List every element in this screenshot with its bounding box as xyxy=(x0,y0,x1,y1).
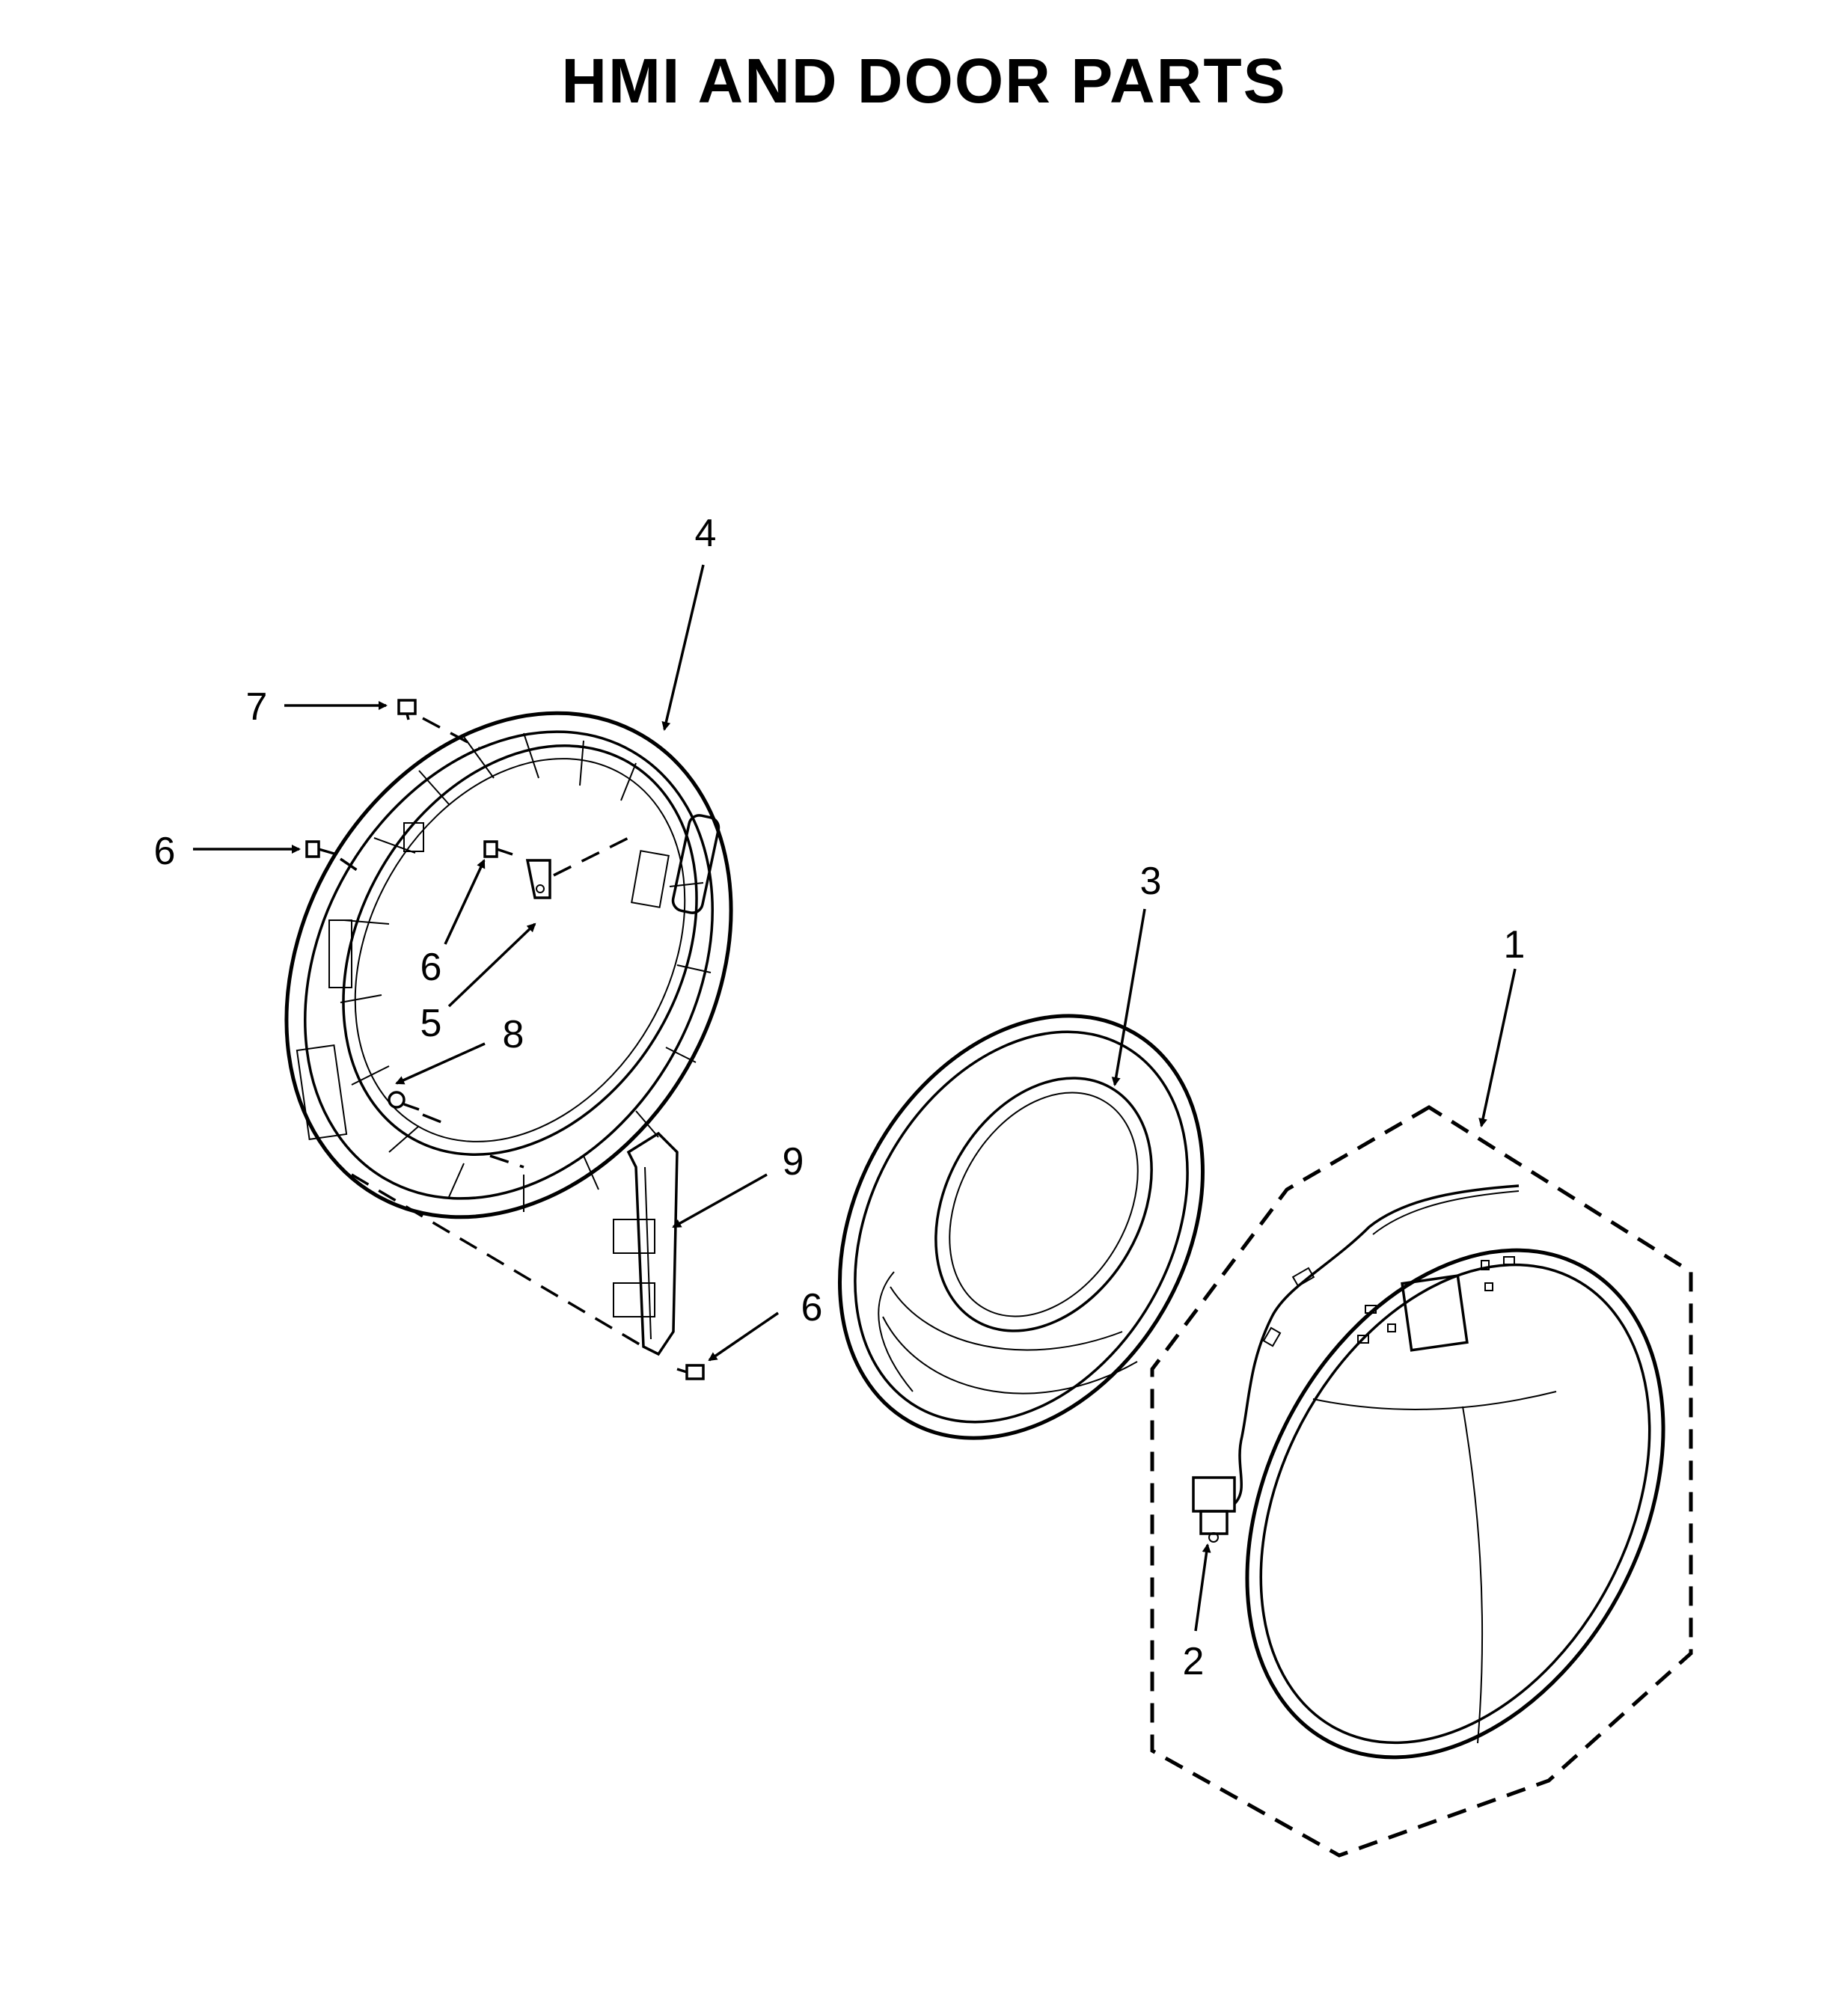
callout-labels: 4 7 6 6 5 8 9 6 3 1 2 xyxy=(154,512,1526,1683)
diagram-title: HMI AND DOOR PARTS xyxy=(561,46,1287,116)
door-switch xyxy=(1192,1476,1236,1543)
screw-top xyxy=(397,699,417,720)
door-glass xyxy=(838,1014,1205,1440)
callout-2: 2 xyxy=(1183,1640,1205,1683)
screw-left xyxy=(305,840,337,858)
callout-9: 9 xyxy=(783,1140,804,1184)
callout-1: 1 xyxy=(1504,923,1526,967)
leader-lines xyxy=(193,564,1517,1632)
hmi-door-assembly xyxy=(1150,1105,1693,1858)
callout-6: 6 xyxy=(801,1286,823,1329)
callout-6: 6 xyxy=(420,946,442,989)
hinge xyxy=(613,1131,679,1356)
assembly-lines-left xyxy=(340,717,644,1348)
screw-hinge xyxy=(676,1364,705,1380)
callout-5: 5 xyxy=(420,1002,442,1045)
callout-4: 4 xyxy=(695,512,717,555)
screw-inner xyxy=(483,840,513,858)
callout-8: 8 xyxy=(503,1013,524,1056)
callout-3: 3 xyxy=(1140,860,1162,903)
door-frame-ring xyxy=(284,711,733,1219)
callout-7: 7 xyxy=(246,685,268,729)
hinge-bracket-small xyxy=(525,859,551,899)
callout-6: 6 xyxy=(154,830,176,873)
screw-lower xyxy=(388,1091,420,1111)
